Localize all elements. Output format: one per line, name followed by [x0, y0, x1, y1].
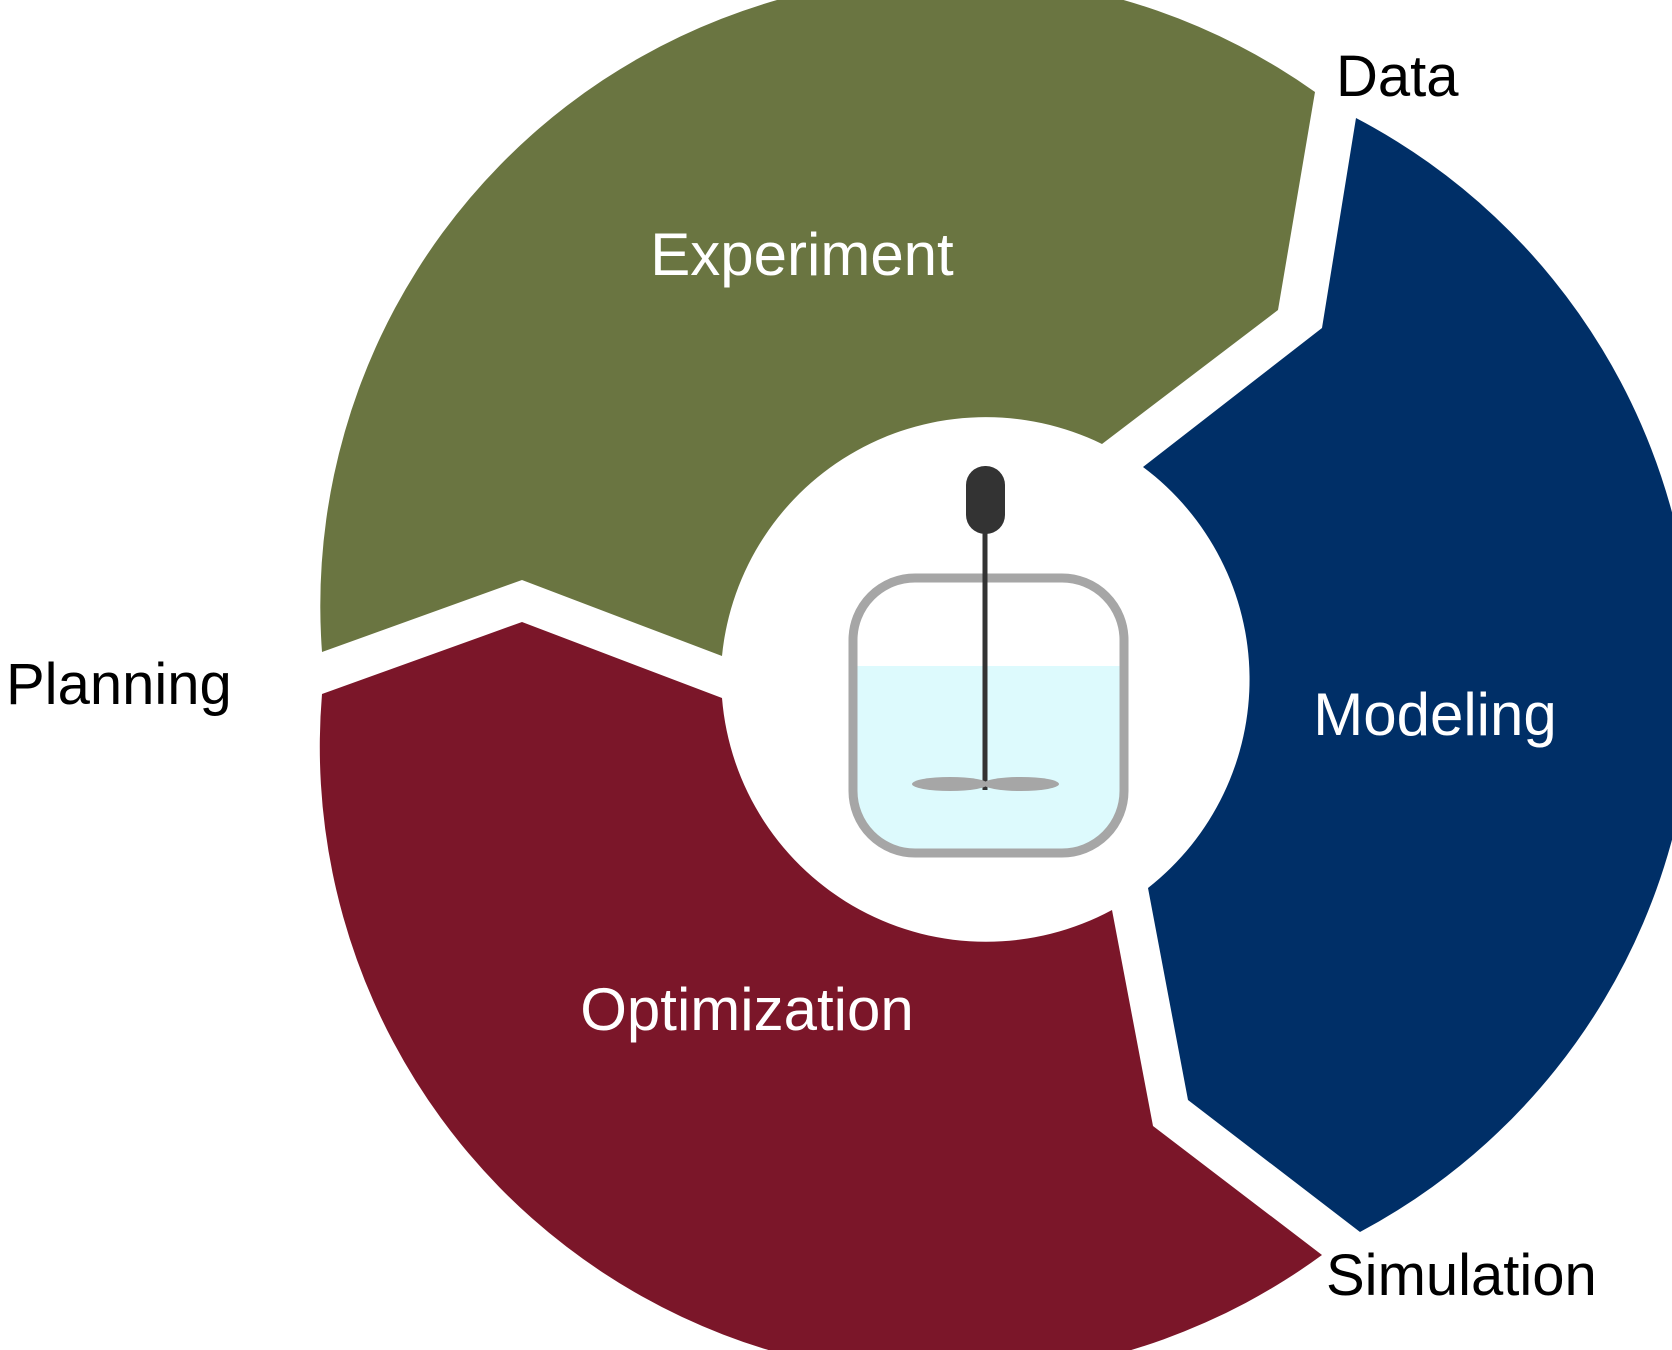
impeller-blade-right [983, 777, 1059, 791]
modeling-segment [1143, 118, 1672, 1232]
reactor-liquid [855, 666, 1122, 851]
simulation-transition-label: Simulation [1326, 1243, 1597, 1308]
stirred-reactor-icon [848, 466, 1129, 858]
modeling-label: Modeling [1313, 681, 1557, 748]
data-transition-label: Data [1336, 44, 1459, 109]
experiment-label: Experiment [650, 221, 954, 288]
reactor-vessel [848, 573, 1129, 858]
optimization-label: Optimization [580, 976, 913, 1043]
stirrer-motor [966, 466, 1005, 534]
optimization-segment [319, 622, 1322, 1350]
planning-transition-label: Planning [6, 652, 232, 717]
experiment-segment [320, 0, 1315, 656]
impeller-blade-left [912, 777, 988, 791]
